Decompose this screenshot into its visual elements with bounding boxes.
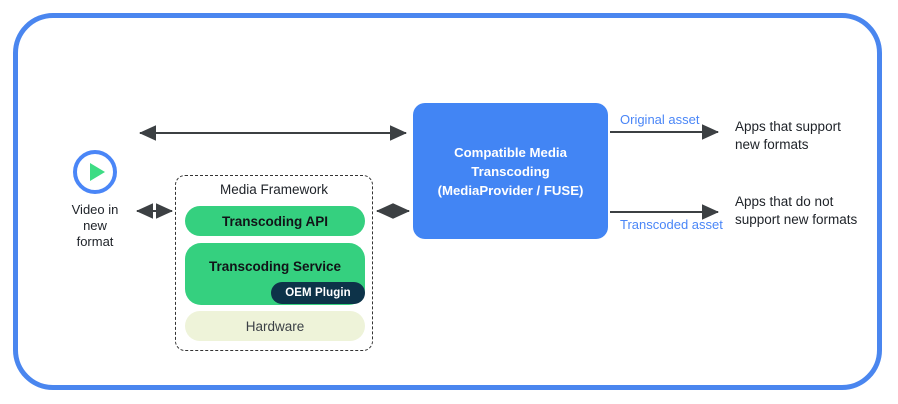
media-framework-title: Media Framework [219,182,329,197]
original-asset-label: Original asset [620,112,700,127]
video-source-group: Video in new format [40,150,150,250]
apps-supported-label: Apps that support new formats [735,119,841,152]
transcoded-asset-label: Transcoded asset [620,217,723,232]
play-circle-icon [73,150,117,194]
oem-plugin-badge: OEM Plugin [271,282,365,304]
media-framework-panel: Media Framework Transcoding API Transcod… [175,175,373,351]
hardware-box: Hardware [185,311,365,341]
apps-unsupported-label: Apps that do not support new formats [735,194,858,227]
compatible-media-transcoding-box: Compatible Media Transcoding (MediaProvi… [413,103,608,239]
video-source-caption: Video in new format [71,202,119,249]
play-triangle-icon [90,163,105,181]
transcoding-api-box: Transcoding API [185,206,365,236]
outer-frame-border [13,13,882,390]
